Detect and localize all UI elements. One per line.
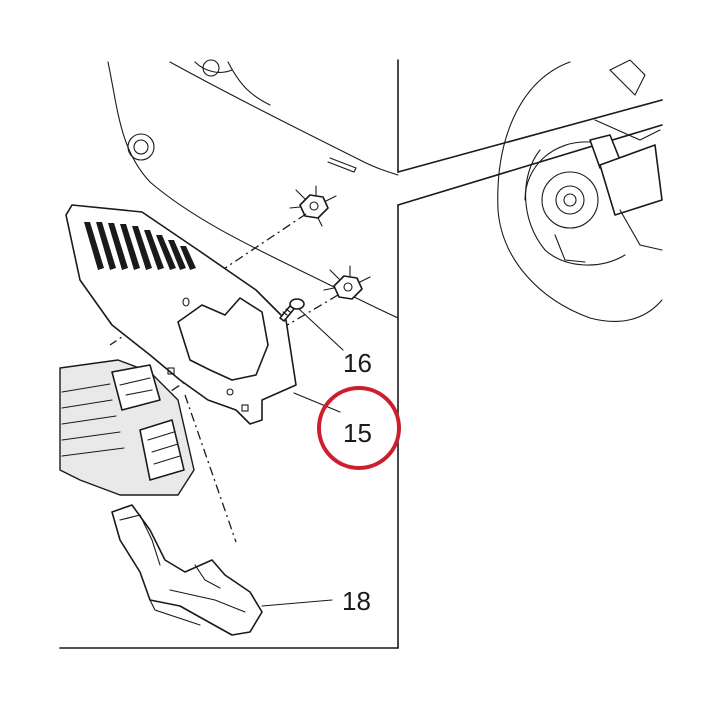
callout-15: 15	[343, 418, 372, 448]
wheel-inset	[497, 59, 663, 322]
control-module	[59, 359, 195, 496]
bracket-vent-ribs	[84, 222, 196, 270]
frame-lines	[59, 59, 663, 649]
lower-nut	[323, 265, 371, 300]
callout-18: 18	[342, 586, 371, 616]
bodywork-outline	[107, 59, 399, 319]
screw	[279, 298, 305, 322]
leader-lines	[261, 308, 344, 607]
upper-nut	[289, 185, 337, 227]
highlight-circle	[317, 386, 401, 470]
callout-16: 16	[343, 348, 372, 378]
connector-cover	[111, 504, 263, 636]
